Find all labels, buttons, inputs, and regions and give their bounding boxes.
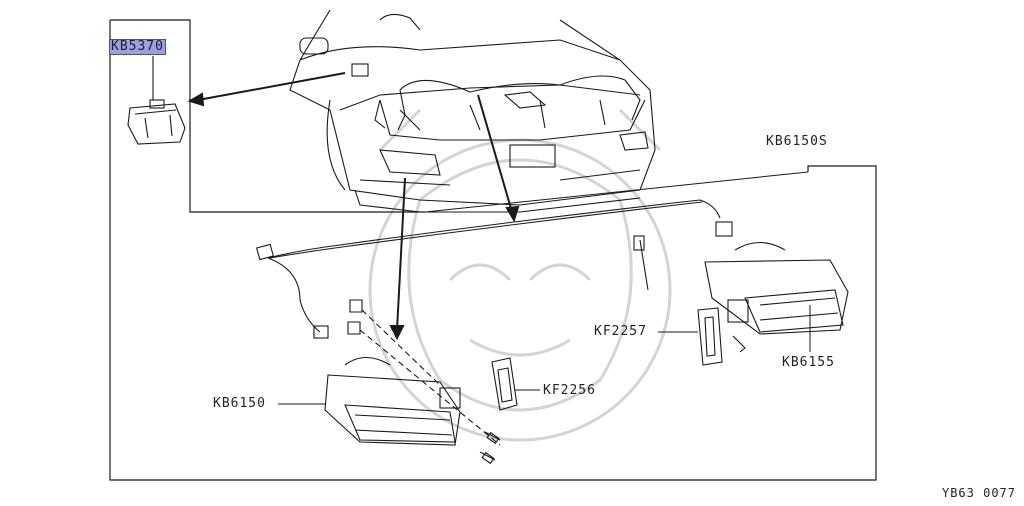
part-kb6150-fog-lamp [324,299,501,465]
label-kf2256[interactable]: KF2256 [543,383,596,398]
label-kb6155[interactable]: KB6155 [782,355,835,370]
label-kf2257[interactable]: KF2257 [594,324,647,339]
label-kb6150[interactable]: KB6150 [213,396,266,411]
frame-outline [110,19,425,213]
label-kb5370[interactable]: KB5370 [109,39,166,55]
leader-lines [278,305,811,405]
pointer-arrows [187,72,520,341]
label-kb6150s[interactable]: KB6150S [766,134,828,149]
frame-outline-left [109,20,877,481]
vehicle-front [289,9,656,213]
part-kf2256-bracket [491,357,518,411]
part-kf2257-bracket [697,307,723,366]
wiring-harness [256,199,733,339]
part-kb6155-fog-lamp [704,241,849,353]
kb6150s-leader [424,171,809,213]
part-kb5370-switch [127,56,186,145]
reference-code: YB63 0077 [941,486,1016,500]
